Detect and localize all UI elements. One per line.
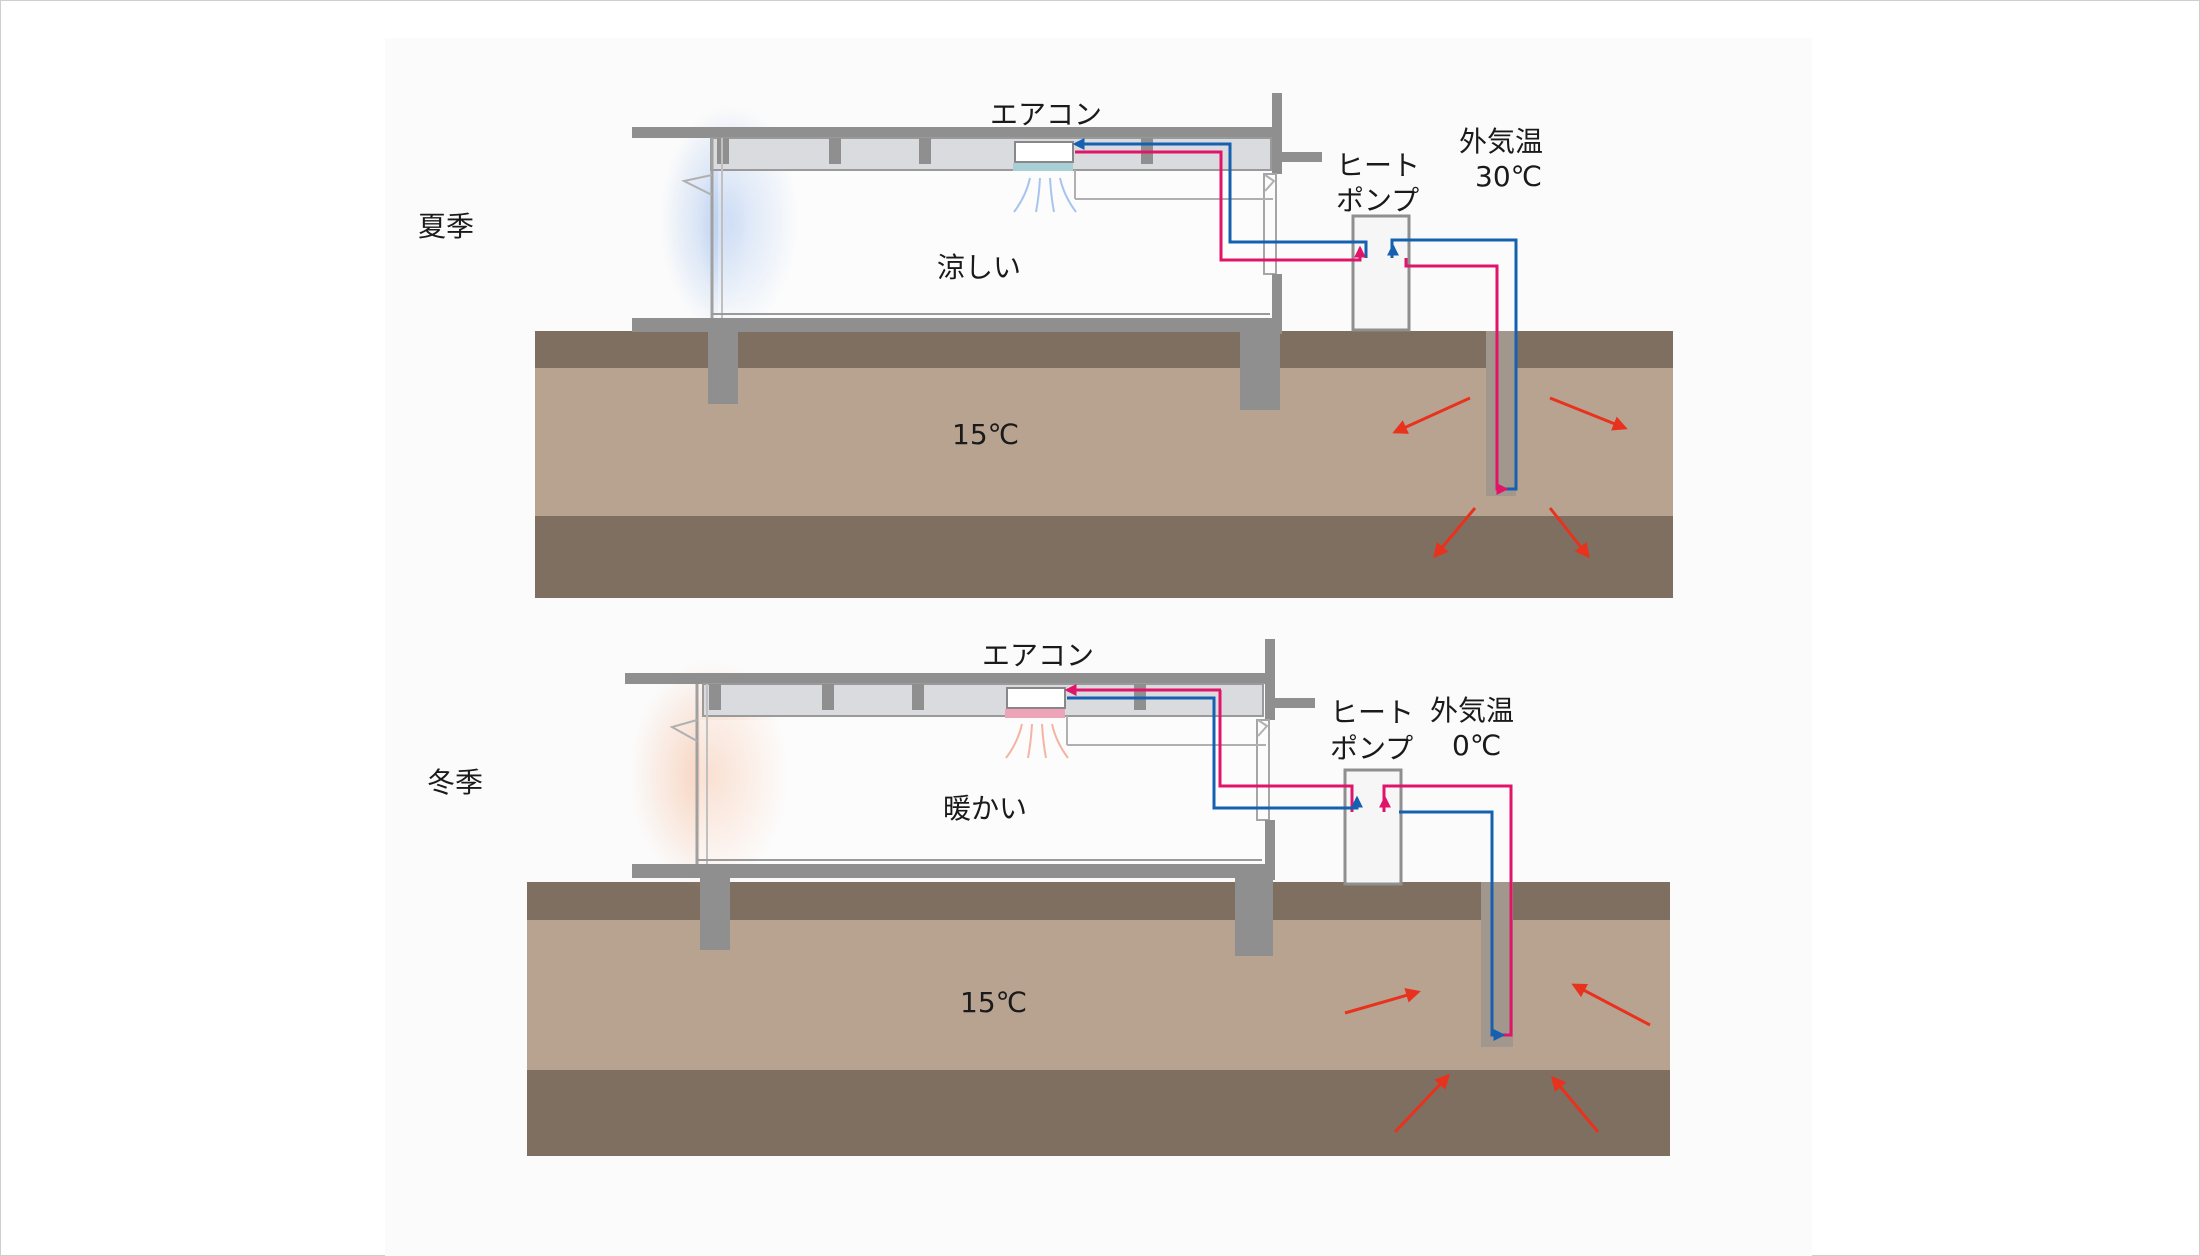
summer-outside-temp: 30℃ bbox=[1475, 160, 1542, 193]
winter-airflow-lines bbox=[1005, 723, 1069, 759]
summer-floor-slab bbox=[632, 318, 1280, 332]
summer-soil-bottom-layer bbox=[535, 516, 1673, 598]
summer-aircon-label: エアコン bbox=[990, 98, 1102, 131]
winter-heatpump-label-line1: ヒート bbox=[1330, 696, 1414, 729]
winter-heat-pump[interactable] bbox=[1343, 768, 1403, 886]
summer-foundation-right bbox=[1240, 318, 1280, 410]
winter-foundation-right bbox=[1235, 864, 1273, 956]
summer-heatpump-label-line2: ポンプ bbox=[1336, 184, 1419, 217]
summer-aircon-vent bbox=[1013, 163, 1073, 171]
winter-heatpump-label-line2: ポンプ bbox=[1330, 732, 1413, 765]
summer-aircon-unit[interactable] bbox=[1014, 141, 1074, 163]
summer-room-interior bbox=[718, 170, 1280, 318]
summer-pipe-hot-ground bbox=[1404, 258, 1509, 495]
summer-season-label: 夏季 bbox=[418, 210, 474, 243]
winter-aircon-label: エアコン bbox=[982, 639, 1094, 672]
winter-floor-slab bbox=[632, 864, 1275, 878]
summer-pipe-hot-indoor bbox=[1075, 150, 1366, 262]
winter-roof-slab bbox=[625, 673, 1275, 684]
summer-foundation-left bbox=[708, 318, 738, 404]
summer-heatpump-label-line1: ヒート bbox=[1336, 149, 1420, 182]
summer-ground-temp: 15℃ bbox=[952, 418, 1019, 451]
winter-season-label: 冬季 bbox=[427, 766, 483, 799]
summer-room-label: 涼しい bbox=[937, 251, 1021, 284]
winter-borehole bbox=[1481, 882, 1513, 1047]
winter-room-label: 暖かい bbox=[943, 792, 1027, 825]
summer-pipe-cold-indoor bbox=[1226, 142, 1285, 244]
summer-borehole bbox=[1486, 331, 1516, 496]
summer-airflow-lines bbox=[1013, 177, 1077, 213]
winter-pipe-cold-ground bbox=[1399, 810, 1506, 1041]
summer-heat-pump[interactable] bbox=[1351, 214, 1411, 332]
winter-soil-bottom-layer bbox=[527, 1070, 1670, 1156]
summer-scene: 夏季 エアコン ヒート ポンプ 外気温 30℃ 涼しい 15℃ bbox=[418, 93, 1673, 598]
winter-aircon-unit[interactable] bbox=[1006, 687, 1066, 709]
winter-scene: 冬季 エアコン ヒート ポンプ 外気温 0℃ 暖かい 15℃ bbox=[427, 639, 1670, 1156]
winter-outside-temp: 0℃ bbox=[1452, 729, 1501, 762]
winter-pipe-cold-indoor bbox=[1067, 696, 1363, 810]
winter-warm-air-glow bbox=[630, 660, 790, 890]
winter-ground-temp: 15℃ bbox=[960, 986, 1027, 1019]
summer-heat-dissipation-arrows bbox=[1392, 396, 1628, 559]
winter-outside-label: 外気温 bbox=[1430, 694, 1514, 727]
winter-aircon-vent bbox=[1005, 709, 1065, 718]
summer-outside-label: 外気温 bbox=[1459, 125, 1543, 158]
summer-roof-slab bbox=[632, 127, 1280, 138]
winter-pipe-hot-ground bbox=[1382, 784, 1513, 1037]
winter-heat-absorption-arrows bbox=[1344, 983, 1651, 1134]
winter-foundation-left bbox=[700, 864, 730, 950]
